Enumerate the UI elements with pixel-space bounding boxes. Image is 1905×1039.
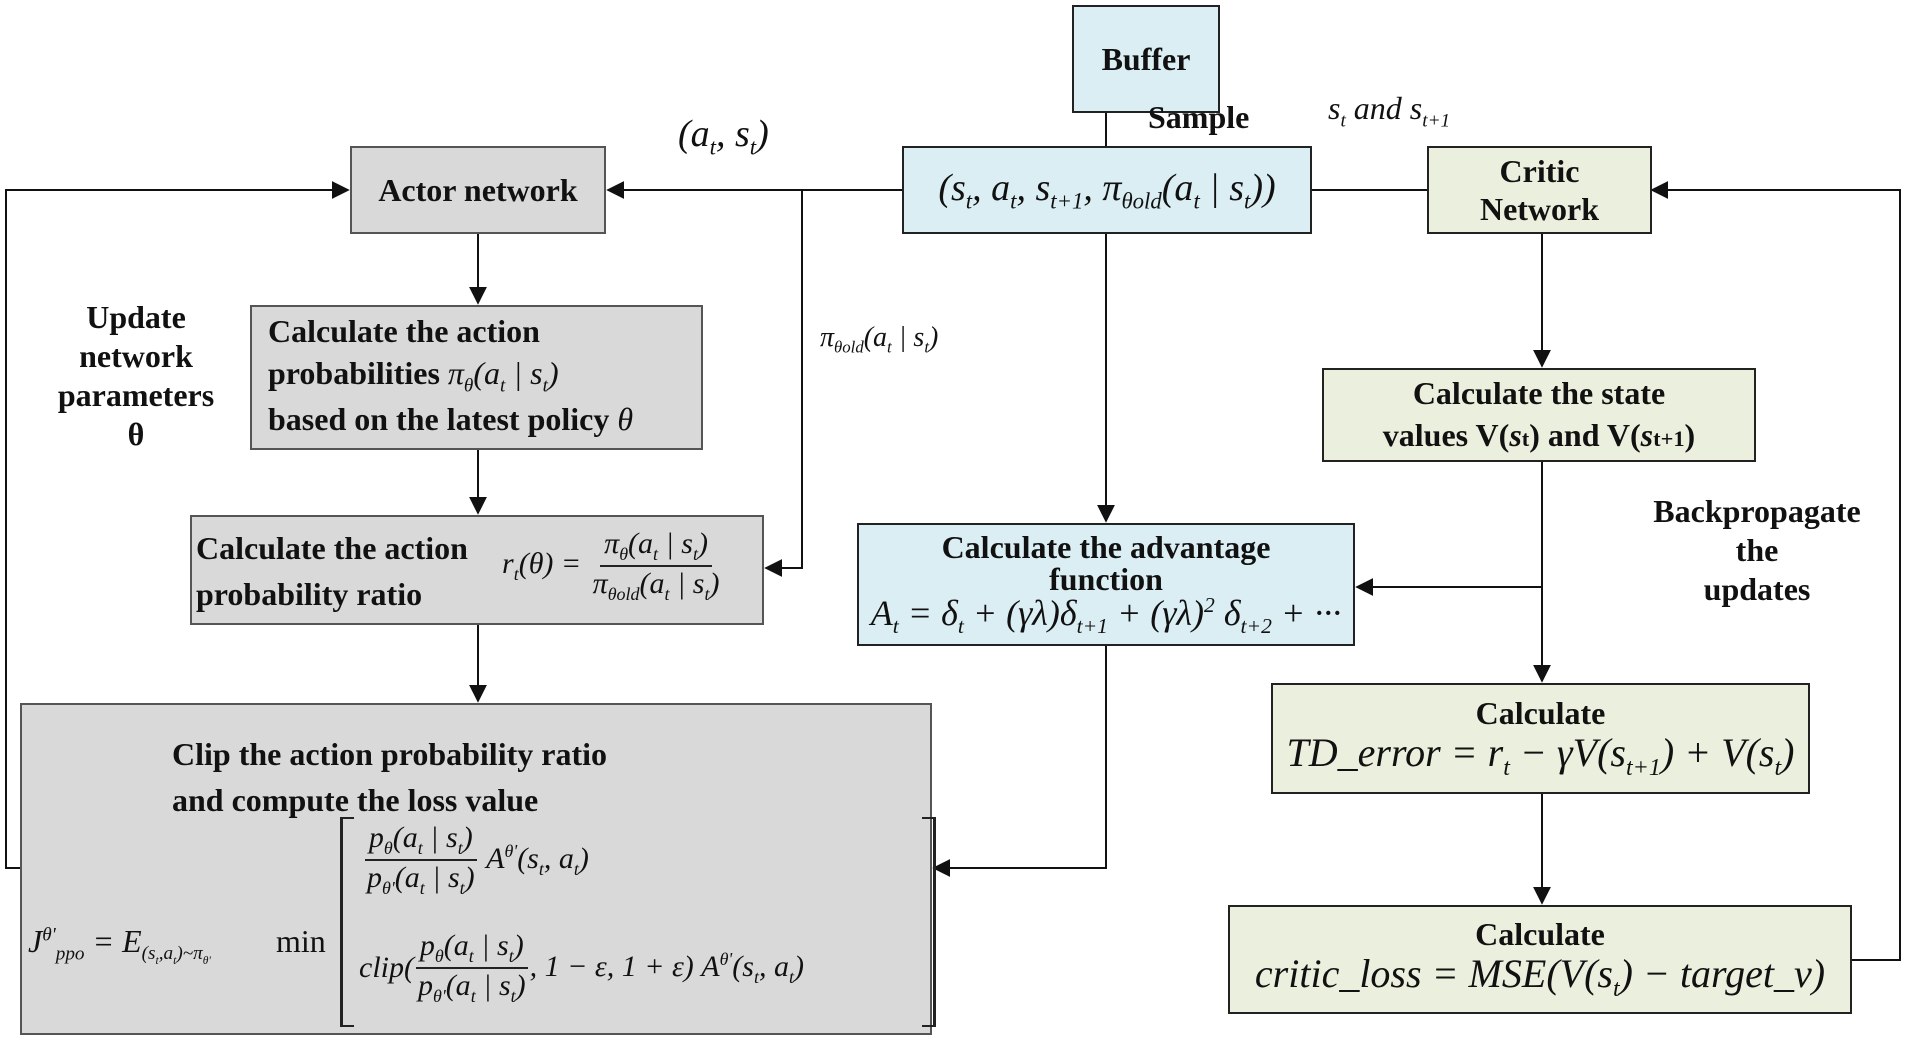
sample-label: Sample bbox=[1148, 99, 1250, 135]
action-prob-formula: πθ(at | st) bbox=[447, 354, 559, 396]
backpropagate-label: Backpropagate the updates bbox=[1622, 492, 1892, 609]
update-params-line: θ bbox=[127, 416, 145, 453]
update-params-line: parameters bbox=[57, 377, 215, 414]
advantage-line2: function bbox=[1049, 561, 1163, 598]
at-st-label: (at, st) bbox=[678, 113, 769, 160]
action-prob-line3: based on the latest policy θ bbox=[268, 399, 685, 441]
clip-term1-formula: pθ(at | st)pθ'(at | st) Aθ'(st, at) bbox=[363, 821, 589, 899]
critic-loss-box: Calculate critic_loss = MSE(V(st) − targ… bbox=[1228, 905, 1852, 1014]
min-operator: min bbox=[276, 923, 326, 959]
clip-term2-formula: clip( pθ(at | st)pθ'(at | st) , 1 − ε, 1… bbox=[359, 929, 804, 1006]
pi-old-label: πθold(at | st) bbox=[820, 322, 939, 357]
update-params-line: Update bbox=[86, 299, 186, 335]
clip-loss-box: Clip the action probability ratio and co… bbox=[20, 703, 936, 1035]
action-prob-line3-text: based on the latest policy bbox=[268, 400, 610, 437]
backprop-loop-arrow bbox=[1650, 181, 1901, 961]
update-params-label: Update network parameters θ bbox=[36, 298, 236, 454]
td-error-formula: TD_error = rt − γV(st+1) + V(st) bbox=[1286, 729, 1795, 781]
critic-label-line2: Network bbox=[1479, 191, 1600, 227]
update-params-line: network bbox=[79, 338, 193, 375]
ratio-line2: probability ratio bbox=[196, 576, 423, 613]
backprop-line: the bbox=[1735, 532, 1779, 569]
theta-symbol: θ bbox=[617, 400, 634, 437]
state-values-box: Calculate the state values V(st) and V(s… bbox=[1322, 368, 1756, 462]
pi-old-to-ratio-arrow bbox=[764, 190, 803, 577]
advantage-formula: At = δt + (γλ)δt+1 + (γλ)2 δt+2 + ··· bbox=[870, 593, 1342, 639]
state-values-line2: values V(st) and V(st+1) bbox=[1382, 417, 1696, 453]
min-bracket: pθ(at | st)pθ'(at | st) Aθ'(st, at) clip… bbox=[340, 817, 936, 1027]
critic-loss-title: Calculate bbox=[1475, 915, 1605, 952]
action-prob-line1: Calculate the action bbox=[268, 313, 540, 349]
critic-loss-formula: critic_loss = MSE(V(st) − target_v) bbox=[1254, 950, 1826, 1002]
actor-network-box: Actor network bbox=[350, 146, 606, 234]
ratio-line1: Calculate the action bbox=[196, 530, 468, 566]
critic-network-box: Critic Network bbox=[1427, 146, 1652, 234]
buffer-box: Buffer bbox=[1072, 5, 1220, 113]
probability-ratio-box: Calculate the action probability ratio r… bbox=[190, 515, 764, 625]
td-error-box: Calculate TD_error = rt − γV(st+1) + V(s… bbox=[1271, 683, 1810, 794]
sample-tuple-box: (st, at, st+1, πθold(at | st)) bbox=[902, 146, 1312, 234]
action-prob-line2: probabilities πθ(at | st) bbox=[268, 353, 685, 399]
actor-network-label: Actor network bbox=[378, 171, 578, 208]
td-error-title: Calculate bbox=[1475, 694, 1606, 731]
buffer-label: Buffer bbox=[1101, 40, 1191, 77]
action-prob-line2-text: probabilities bbox=[268, 354, 440, 391]
sample-tuple-formula: (st, at, st+1, πθold(at | st)) bbox=[938, 166, 1276, 214]
advantage-to-clip-arrow bbox=[932, 646, 1107, 877]
state-values-line1: Calculate the state bbox=[1412, 375, 1666, 412]
advantage-line1: Calculate the advantage bbox=[941, 529, 1271, 566]
update-loop-arrow bbox=[5, 181, 350, 869]
backprop-line: updates bbox=[1703, 571, 1811, 608]
clip-line2: and compute the loss value bbox=[172, 782, 539, 819]
clip-line1: Clip the action probability ratio bbox=[172, 736, 607, 772]
critic-label-line1: Critic bbox=[1499, 152, 1580, 189]
action-probabilities-box: Calculate the action probabilities πθ(at… bbox=[250, 305, 703, 450]
backprop-line: Backpropagate bbox=[1653, 493, 1861, 529]
st-and-st1-label: st and st+1 bbox=[1328, 90, 1451, 132]
advantage-function-box: Calculate the advantage function At = δt… bbox=[857, 523, 1355, 646]
clip-lhs-formula: Jθ'ppo = E(st,at)~πθ' bbox=[28, 923, 211, 968]
ratio-formula: rt(θ) = πθ(at | st) πθold(at | st) bbox=[502, 527, 720, 604]
